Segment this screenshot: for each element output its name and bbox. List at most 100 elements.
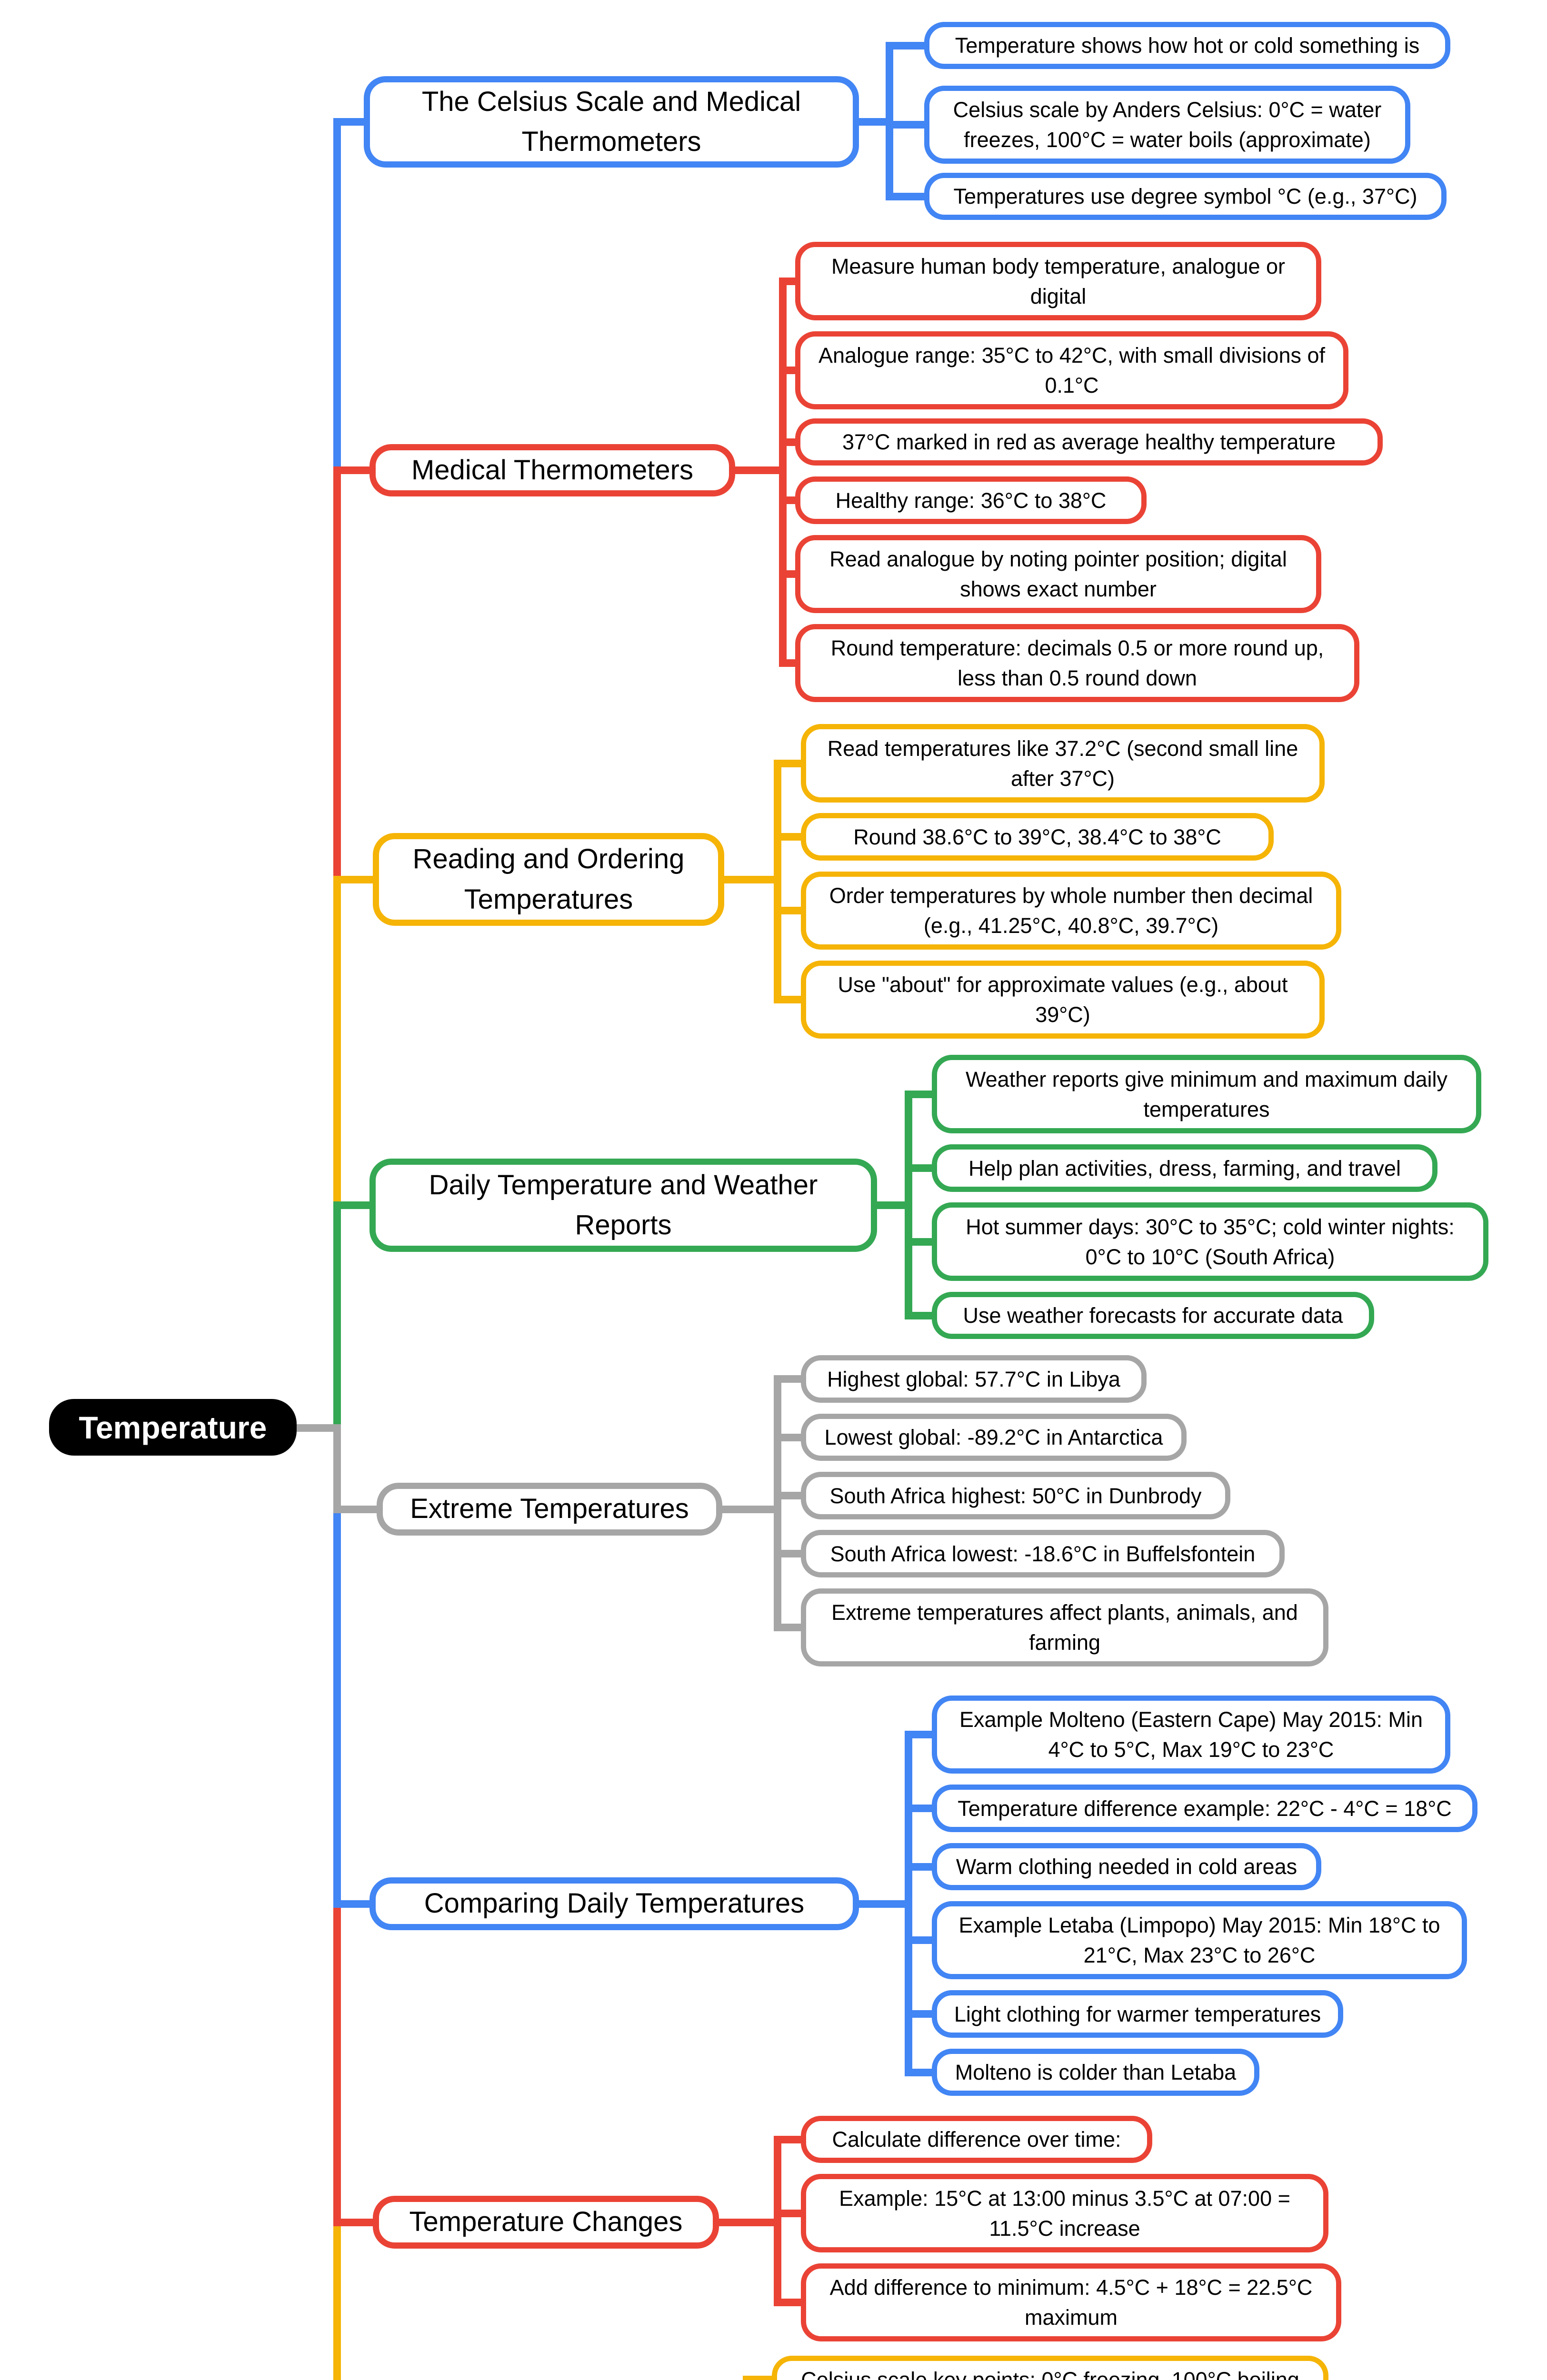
child-connector: [774, 907, 801, 914]
leaf-node: Calculate difference over time:: [801, 2116, 1152, 2163]
child-rail: [905, 1731, 912, 2076]
child-connector: [774, 1433, 801, 1441]
branch-connector: [333, 466, 369, 474]
branch-connector: [333, 118, 364, 126]
trunk-segment: [333, 2225, 341, 2380]
leaf-node: Extreme temperatures affect plants, anim…: [801, 1588, 1328, 1666]
branch-header: The Celsius Scale and Medical Thermomete…: [364, 76, 859, 168]
leaf-node: Lowest global: -89.2°C in Antarctica: [801, 1414, 1187, 1461]
child-connector: [743, 2376, 772, 2380]
root-node: Temperature: [49, 1399, 297, 1456]
leaf-node: Warm clothing needed in cold areas: [932, 1843, 1321, 1890]
leaf-node: Help plan activities, dress, farming, an…: [932, 1144, 1437, 1192]
trunk-segment: [333, 474, 341, 883]
header-rail-connector: [859, 118, 893, 126]
child-connector: [905, 1164, 932, 1172]
branch-connector: [333, 1201, 369, 1209]
branch-header: Reading and Ordering Temperatures: [373, 833, 724, 926]
branch-header: Daily Temperature and Weather Reports: [369, 1159, 877, 1252]
leaf-node: Use "about" for approximate values (e.g.…: [801, 961, 1325, 1039]
leaf-node: Round temperature: decimals 0.5 or more …: [795, 624, 1359, 702]
leaf-node: Add difference to minimum: 4.5°C + 18°C …: [801, 2263, 1341, 2341]
leaf-node: Molteno is colder than Letaba: [932, 2049, 1259, 2096]
branch-connector: [333, 2218, 373, 2226]
trunk-segment: [333, 1907, 341, 2225]
child-connector: [774, 833, 801, 841]
leaf-node: Example Molteno (Eastern Cape) May 2015:…: [932, 1696, 1450, 1774]
child-connector: [774, 2299, 801, 2306]
leaf-node: Highest global: 57.7°C in Libya: [801, 1355, 1147, 1403]
leaf-node: Temperature shows how hot or cold someth…: [924, 22, 1450, 69]
child-rail: [774, 759, 781, 1003]
branch-header: Extreme Temperatures: [377, 1483, 722, 1536]
child-connector: [779, 659, 795, 667]
trunk-segment: [333, 1209, 341, 1431]
child-connector: [905, 1238, 932, 1246]
branch-header: Comparing Daily Temperatures: [369, 1877, 859, 1930]
child-connector: [774, 1624, 801, 1631]
header-rail-connector: [859, 1900, 912, 1908]
leaf-node: Example: 15°C at 13:00 minus 3.5°C at 07…: [801, 2174, 1328, 2252]
leaf-node: Round 38.6°C to 39°C, 38.4°C to 38°C: [801, 813, 1274, 861]
child-connector: [779, 367, 795, 374]
child-connector: [886, 192, 924, 200]
header-rail-connector: [719, 2218, 781, 2226]
child-connector: [774, 2209, 801, 2217]
trunk-segment: [333, 1431, 341, 1512]
leaf-node: Hot summer days: 30°C to 35°C; cold wint…: [932, 1202, 1488, 1281]
child-connector: [774, 1375, 801, 1383]
header-rail-connector: [722, 1505, 781, 1513]
child-connector: [905, 2010, 932, 2018]
trunk-segment: [333, 119, 341, 474]
leaf-node: Weather reports give minimum and maximum…: [932, 1055, 1481, 1133]
leaf-node: Example Letaba (Limpopo) May 2015: Min 1…: [932, 1901, 1467, 1979]
trunk-segment: [333, 883, 341, 1209]
leaf-node: Analogue range: 35°C to 42°C, with small…: [795, 331, 1348, 409]
leaf-node: 37°C marked in red as average healthy te…: [795, 418, 1383, 466]
child-rail: [774, 2135, 781, 2306]
branch-header: Temperature Changes: [373, 2196, 719, 2249]
child-connector: [905, 1731, 932, 1738]
branch-connector: [333, 1900, 369, 1908]
child-connector: [779, 570, 795, 578]
child-connector: [774, 2135, 801, 2143]
child-connector: [905, 1311, 932, 1319]
child-rail: [779, 277, 787, 667]
leaf-node: Celsius scale by Anders Celsius: 0°C = w…: [924, 86, 1410, 164]
child-connector: [774, 996, 801, 1003]
branch-header: Medical Thermometers: [369, 444, 735, 496]
child-connector: [905, 1863, 932, 1871]
root-connector: [297, 1424, 341, 1432]
header-rail-connector: [877, 1201, 912, 1209]
leaf-node: Order temperatures by whole number then …: [801, 872, 1341, 950]
leaf-node: Healthy range: 36°C to 38°C: [795, 476, 1147, 524]
root-label: Temperature: [79, 1409, 267, 1445]
leaf-node: South Africa highest: 50°C in Dunbrody: [801, 1472, 1230, 1519]
leaf-node: Temperature difference example: 22°C - 4…: [932, 1785, 1477, 1832]
leaf-node: Temperatures use degree symbol °C (e.g.,…: [924, 173, 1447, 220]
trunk-segment: [333, 1512, 341, 1907]
child-connector: [774, 1550, 801, 1557]
leaf-node: Light clothing for warmer temperatures: [932, 1990, 1343, 2038]
child-connector: [779, 496, 795, 504]
leaf-node: South Africa lowest: -18.6°C in Buffelsf…: [801, 1530, 1285, 1577]
child-connector: [886, 41, 924, 50]
child-connector: [886, 121, 924, 129]
child-rail: [905, 1090, 912, 1319]
child-connector: [905, 2068, 932, 2076]
branch-connector: [333, 875, 373, 883]
child-connector: [779, 438, 795, 446]
child-connector: [779, 277, 795, 285]
child-connector: [774, 1492, 801, 1499]
leaf-node: Read analogue by noting pointer position…: [795, 535, 1321, 613]
child-rail: [774, 1375, 781, 1631]
header-rail-connector: [735, 466, 787, 474]
header-rail-connector: [724, 875, 781, 883]
leaf-node: Measure human body temperature, analogue…: [795, 242, 1321, 320]
leaf-node: Celsius scale key points: 0°C freezing, …: [772, 2356, 1328, 2380]
child-connector: [774, 759, 801, 767]
leaf-node: Use weather forecasts for accurate data: [932, 1292, 1374, 1339]
child-connector: [905, 1090, 932, 1098]
child-connector: [905, 1936, 932, 1944]
